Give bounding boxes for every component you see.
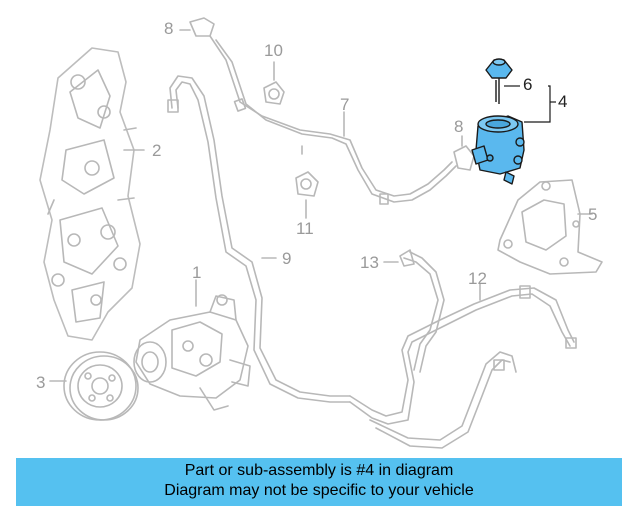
callout-10: 10 — [264, 41, 283, 60]
return-hose-part — [209, 35, 457, 205]
callout-5: 5 — [588, 205, 598, 224]
fitting-11-part — [295, 171, 319, 219]
banner-line-1: Part or sub-assembly is #4 in diagram — [184, 462, 454, 479]
callout-12: 12 — [468, 269, 487, 288]
callout-8-top: 8 — [164, 19, 174, 38]
long-line-12-part — [349, 283, 577, 449]
callout-8-right: 8 — [454, 117, 464, 136]
line-13-part — [383, 249, 445, 373]
clamp-top-part — [179, 17, 215, 37]
callout-2: 2 — [152, 141, 162, 160]
mount-bracket-part — [497, 179, 603, 275]
pulley-part — [49, 351, 139, 421]
callout-9: 9 — [282, 249, 292, 268]
callout-leaders — [504, 85, 556, 123]
callout-1: 1 — [192, 263, 202, 282]
pump-part — [133, 279, 251, 411]
reservoir-part-highlighted — [471, 58, 525, 185]
callout-4: 4 — [558, 92, 568, 111]
engine-bracket-part — [39, 47, 145, 341]
callout-6: 6 — [523, 75, 533, 94]
fitting-10-part — [263, 61, 285, 105]
callout-13: 13 — [360, 253, 379, 272]
callout-11: 11 — [296, 219, 314, 238]
info-banner: Part or sub-assembly is #4 in diagram Di… — [16, 458, 622, 506]
banner-line-2: Diagram may not be specific to your vehi… — [164, 482, 474, 499]
pressure-line-part — [167, 75, 351, 403]
callout-7: 7 — [340, 95, 350, 114]
callout-3: 3 — [36, 373, 46, 392]
clamp-right-part — [453, 135, 475, 171]
